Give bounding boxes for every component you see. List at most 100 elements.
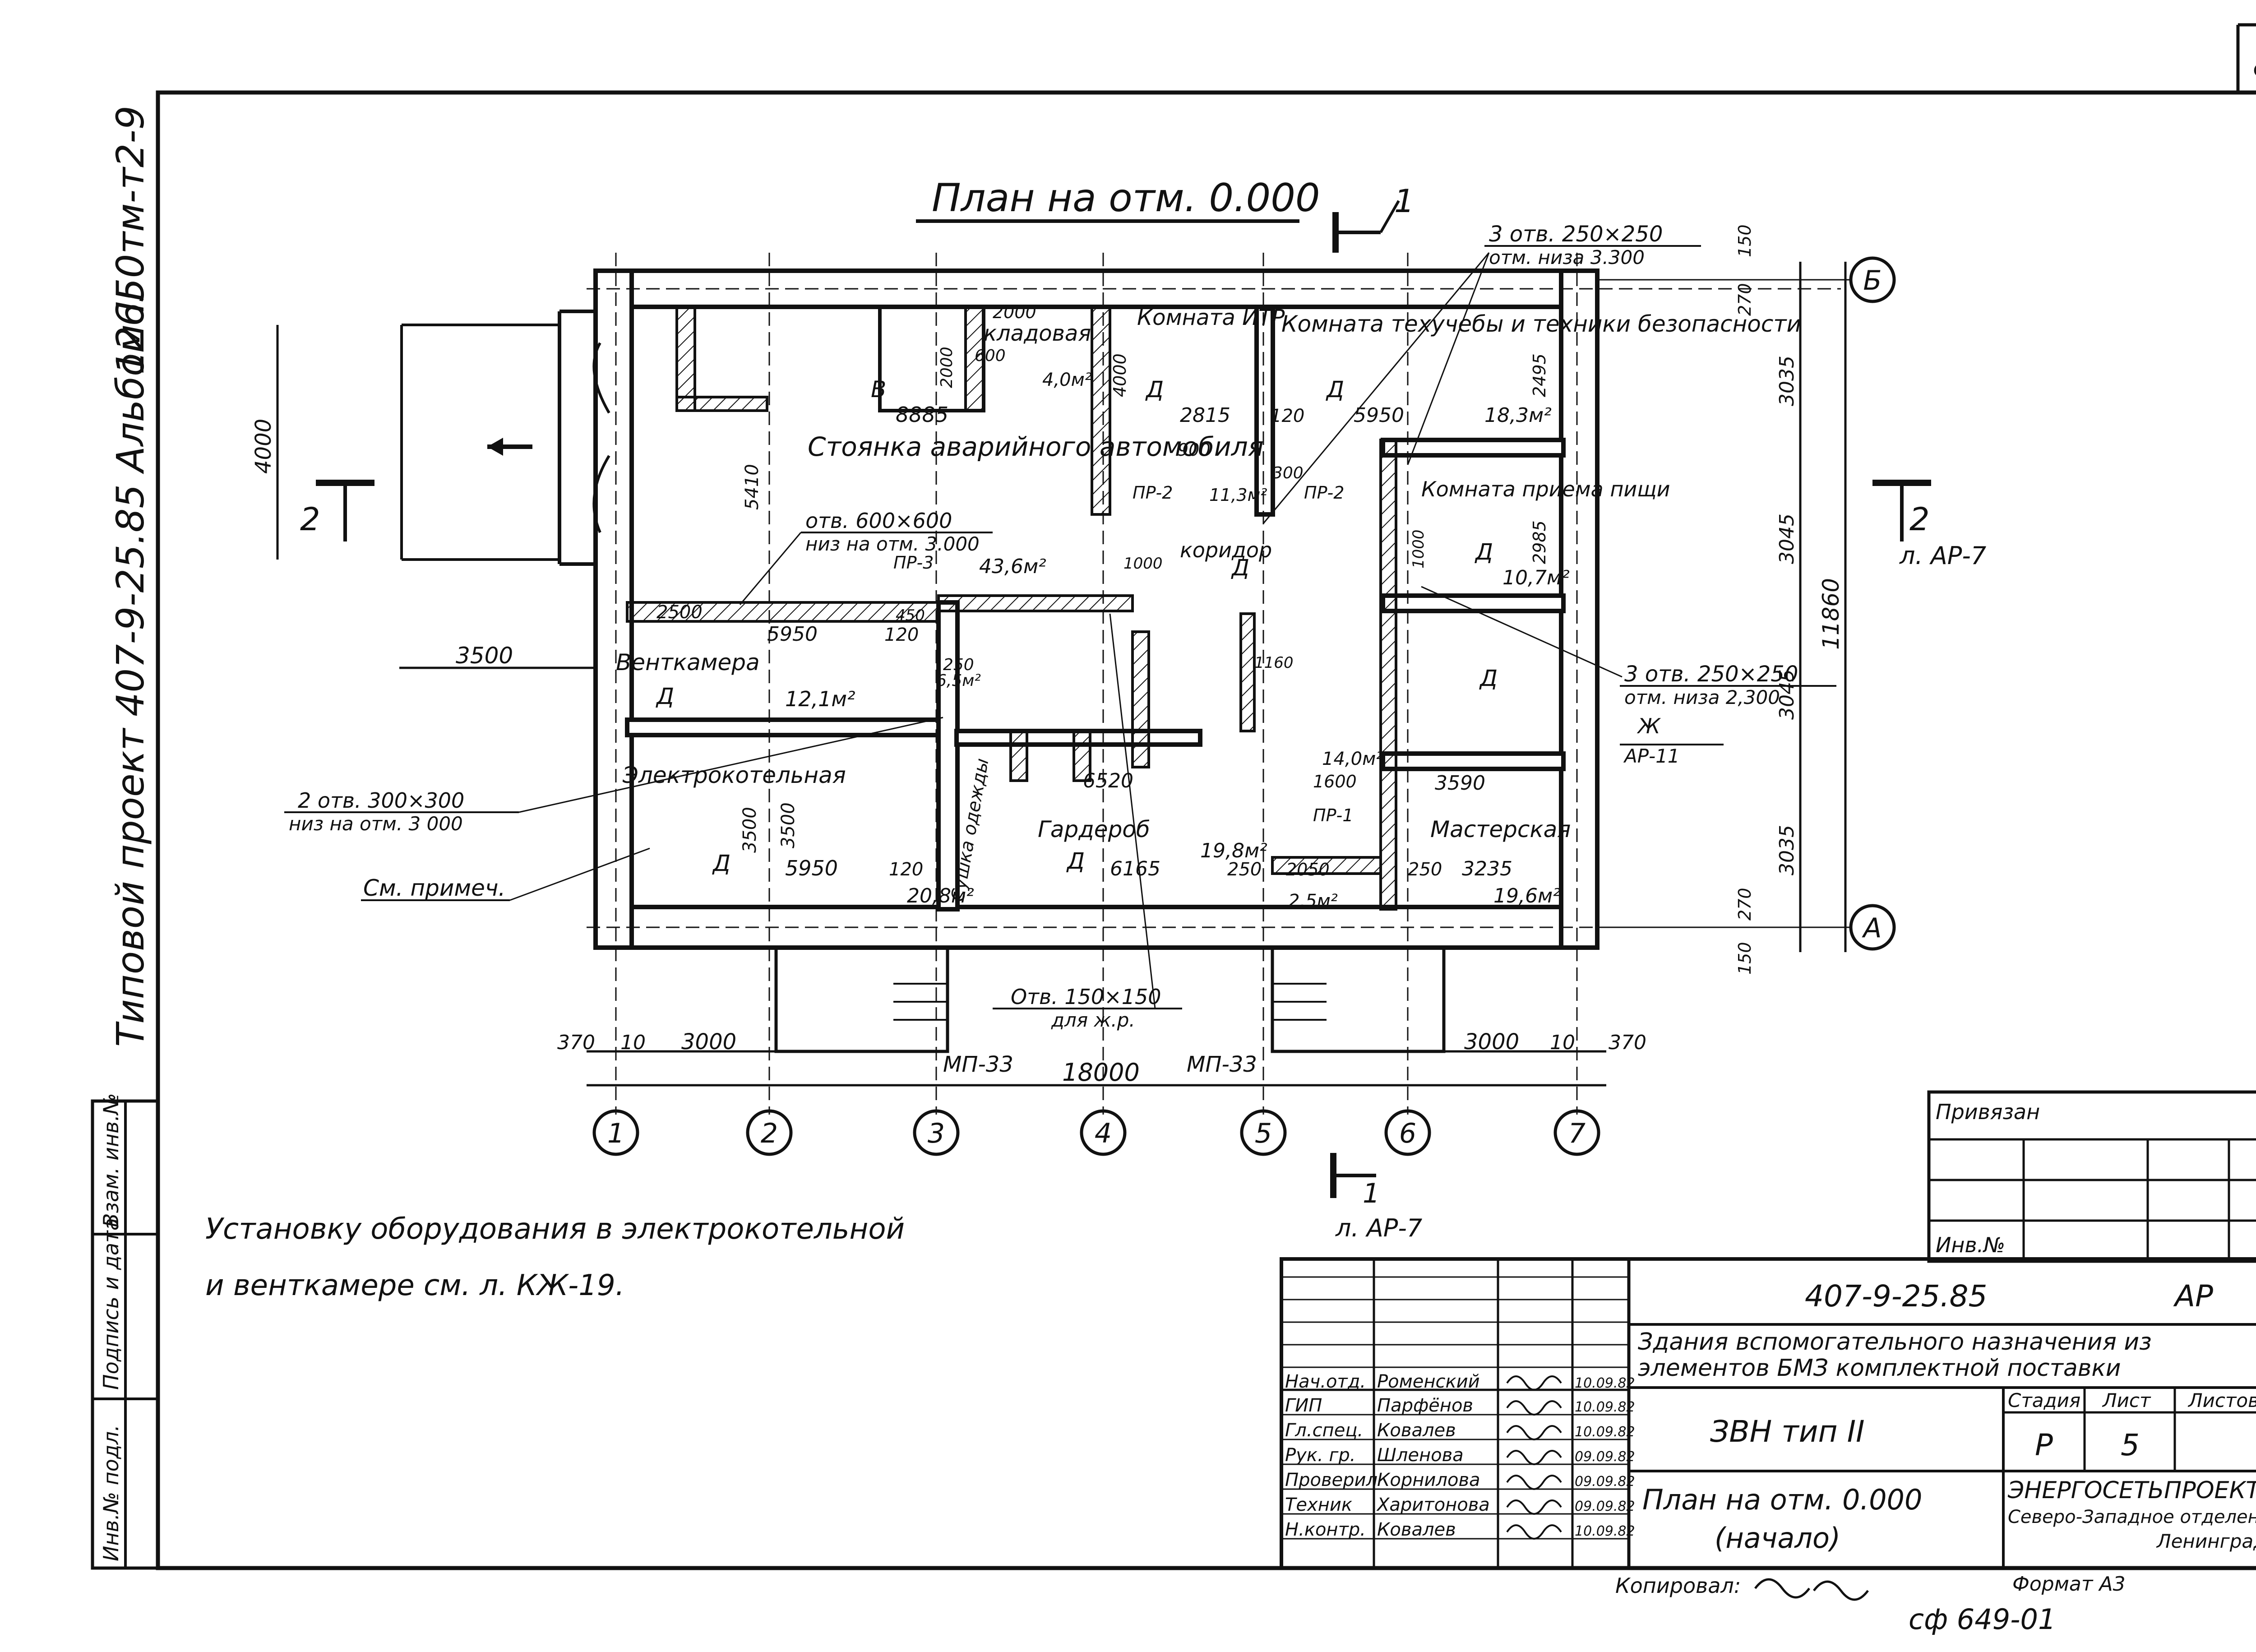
room-training-dim-b: 2495 <box>1530 353 1549 397</box>
section-mark-bottom-label: 1 <box>1363 1178 1380 1209</box>
tb-role-5: Техник <box>1285 1495 1352 1515</box>
axis-bubble-1: 1 <box>592 1109 639 1156</box>
section-mark-right: 2 л. АР-7 <box>1872 480 1986 570</box>
room-itr-dim-c: 120 <box>1270 406 1304 426</box>
tb-date-4: 09.09.82 <box>1575 1474 1635 1490</box>
callout-boiler-openings: 2 отв. 300×300 <box>298 788 464 813</box>
tb-date-6: 10.09.82 <box>1575 1523 1635 1539</box>
tb-object: ЗВН тип II <box>1710 1414 1865 1449</box>
door-mark-1600: 1600 <box>1313 772 1357 791</box>
note-line-1: Установку оборудования в электрокотельно… <box>205 1212 905 1246</box>
room-corridor-category: Д <box>1231 555 1249 581</box>
axis-bubble-6: 6 <box>1384 1109 1431 1156</box>
tb-stage: Р <box>2035 1428 2053 1462</box>
axis-bubble-7: 7 <box>1553 1109 1600 1156</box>
room-training-name: Комната техучебы и техники безопасности <box>1281 311 1801 337</box>
tb-sheet-header: Лист <box>2102 1389 2151 1411</box>
door-mark-450: 450 <box>896 606 925 625</box>
svg-text:Б: Б <box>1863 265 1882 296</box>
tb-date-5: 09.09.82 <box>1575 1499 1635 1514</box>
binding-stamp: Привязан Инв.№ <box>1927 1090 2256 1263</box>
axis-bubble-3: 3 <box>913 1109 960 1156</box>
signature-scribbles <box>1506 1375 1562 1540</box>
room-itr-dim-b: 2815 <box>1180 404 1230 427</box>
tb-role-1: ГИП <box>1285 1395 1322 1416</box>
room-vent-category: Д <box>656 683 674 709</box>
dim-left-3000: 3000 <box>681 1029 736 1055</box>
door-mark-pr2-b: ПР-2 <box>1304 483 1344 503</box>
title-block: 407-9-25.85 АР Здания вспомогательного н… <box>1280 1257 2256 1570</box>
door-mark-900: 900 <box>1178 440 1211 460</box>
svg-text:5: 5 <box>1255 1118 1272 1149</box>
tb-sheets-header: Листов <box>2187 1389 2256 1411</box>
dim-left-extension: 3500 <box>456 643 513 669</box>
room-training-area: 18,3м² <box>1484 404 1552 427</box>
album-code: 12650тм-т2-9 <box>108 106 153 375</box>
tb-name-6: Ковалев <box>1377 1519 1456 1540</box>
room-workshop-dim-b: 3235 <box>1462 857 1512 880</box>
door-mark-pr1: ПР-1 <box>1313 805 1353 825</box>
dim-overall-depth: 11860 <box>1818 578 1844 650</box>
binding-stamp-inv: Инв.№ <box>1936 1233 2005 1257</box>
tb-code: 407-9-25.85 <box>1805 1279 1988 1314</box>
section-mark-left: 2 <box>300 480 374 541</box>
svg-text:1: 1 <box>607 1118 624 1149</box>
callout-floor-opening: Отв. 150×150 <box>1011 985 1161 1009</box>
tb-sheet: 5 <box>2121 1428 2140 1462</box>
svg-text:6: 6 <box>1399 1118 1416 1149</box>
door-mark-2050: 2050 <box>1286 860 1330 879</box>
room-vent-name: Венткамера <box>616 649 760 676</box>
binding-stamp-title: Привязан <box>1936 1100 2040 1124</box>
tb-sheet-title-1: План на отм. 0.000 <box>1642 1483 1922 1516</box>
room-wardrobe-area: 19,8м² <box>1200 839 1267 862</box>
section-mark-bottom-ref: л. АР-7 <box>1335 1214 1422 1242</box>
room-workshop-name: Мастерская <box>1430 816 1571 842</box>
callout-detail-j: Ж <box>1637 714 1661 738</box>
strip-label-inv: Инв.№ подл. <box>99 1425 123 1561</box>
room-storage-dim-a: 2000 <box>993 302 1036 322</box>
dim-left-370: 370 <box>557 1031 595 1054</box>
room-small-area-b: 14,0м² <box>1322 749 1383 769</box>
room-dining-category: Д <box>1475 539 1493 565</box>
callout-vent-opening-sub: низ на отм. 3.000 <box>805 533 980 555</box>
room-itr-dim-a: 4000 <box>1110 353 1130 397</box>
callout-top-openings: 3 отв. 250×250 <box>1489 222 1663 247</box>
axis-bubble-B: Б <box>1849 256 1896 303</box>
room-itr-name: Комната ИТР <box>1137 305 1285 330</box>
axis-bubble-5: 5 <box>1240 1109 1287 1156</box>
room-dining-dim-a: 2985 <box>1530 520 1549 564</box>
room-corridor-name: коридор <box>1180 538 1272 562</box>
door-mark-250: 250 <box>943 656 974 674</box>
dim-overall-width: 18000 <box>1062 1058 1140 1087</box>
room-workshop-dim-a: 3590 <box>1435 772 1485 795</box>
dim-right-370: 370 <box>1609 1031 1646 1054</box>
copied-signature <box>1754 1578 1869 1601</box>
copied-label: Копировал: <box>1615 1573 1741 1598</box>
room-boiler-category: Д <box>712 850 730 876</box>
room-boiler-name: Электрокотельная <box>622 762 846 788</box>
room-dining-area: 10,7м² <box>1502 566 1570 589</box>
left-strip: Инв.№ подл. Подпись и дата Взам. инв.№ <box>91 1093 160 1570</box>
room-vent-area: 12,1м² <box>785 687 855 711</box>
stamp-code: сф 649-01 <box>1909 1603 2056 1636</box>
section-mark-right-ref: л. АР-7 <box>1899 541 1986 570</box>
room-drying-area: 6,5м² <box>936 671 981 690</box>
floor-plan <box>400 253 1841 1115</box>
room-wardrobe-dim-c: 250 <box>1227 859 1262 880</box>
room-small-area-c: 2,5м² <box>1288 891 1338 912</box>
svg-text:А: А <box>1861 912 1882 944</box>
callout-see-note: См. примеч. <box>363 875 505 901</box>
room-boiler-dim-b: 120 <box>889 859 923 880</box>
svg-text:3: 3 <box>928 1118 945 1149</box>
room-dining-name: Комната приема пищи <box>1421 477 1670 501</box>
ramp-label-right: МП-33 <box>1187 1052 1257 1077</box>
dim-right-v-270a: 270 <box>1735 283 1755 316</box>
room-wardrobe-dim-a: 6520 <box>1083 769 1133 792</box>
dim-right-3000: 3000 <box>1464 1029 1519 1055</box>
format-label: Формат А3 <box>2012 1573 2126 1596</box>
door-mark-pr3: ПР-3 <box>893 553 934 573</box>
tb-date-3: 09.09.82 <box>1575 1449 1635 1465</box>
room-storage-name: кладовая <box>984 321 1091 346</box>
axis-bubble-2: 2 <box>746 1109 793 1156</box>
